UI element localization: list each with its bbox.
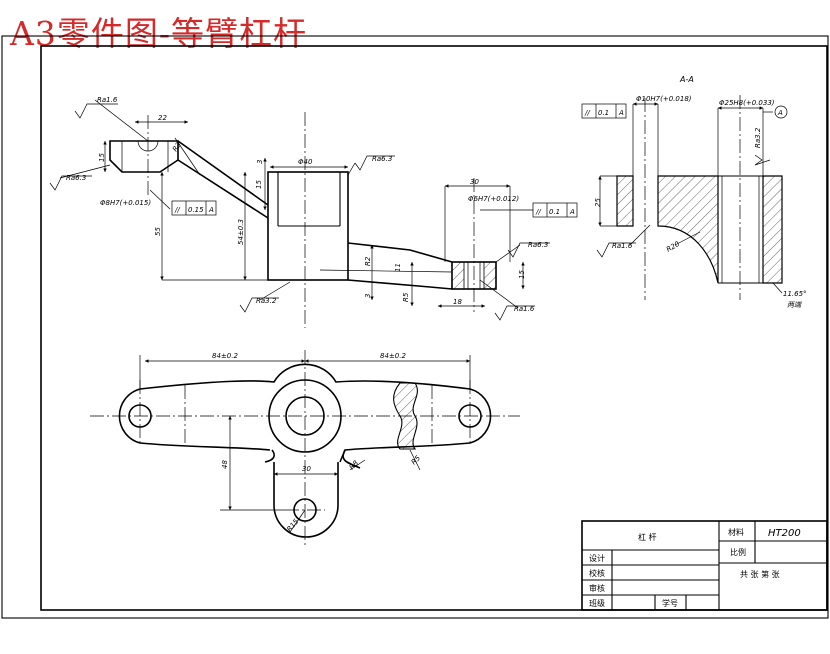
section-tol-sym: // xyxy=(584,109,590,117)
front-dim-15b: 15 xyxy=(255,180,263,189)
front-tol2-sym: // xyxy=(535,208,541,216)
front-dim-22: 22 xyxy=(158,114,167,122)
front-dim-r2: R2 xyxy=(364,256,372,266)
tb-sheets: 共 张 第 张 xyxy=(740,569,780,579)
front-dim-phi8: Φ8H7(+0.015) xyxy=(100,199,151,207)
tb-part-name: 杠 杆 xyxy=(638,532,657,542)
front-dim-r3: R3 xyxy=(171,141,183,153)
front-tol1-sym: // xyxy=(174,206,180,214)
top-view xyxy=(90,350,520,545)
section-dim-phi25: Φ25H8(+0.033) xyxy=(719,99,775,107)
top-dim-48: 48 xyxy=(221,460,229,469)
front-ra-3: Ra6.3 xyxy=(372,155,392,163)
front-ra-1: Ra1.6 xyxy=(97,96,118,104)
section-tol-ref: A xyxy=(618,109,624,117)
front-dim-3a: 3 xyxy=(256,160,264,164)
front-view xyxy=(49,99,578,328)
section-datum: A xyxy=(777,109,783,117)
section-ra-1: Ra3.2 xyxy=(754,127,762,148)
section-tol-val: 0.1 xyxy=(598,109,609,117)
front-dim-55: 55 xyxy=(154,227,162,236)
front-ra-2: Ra6.3 xyxy=(66,174,86,182)
front-dim-15c: 15 xyxy=(518,270,526,279)
tb-row-check: 校核 xyxy=(589,568,605,578)
tb-row-design: 设计 xyxy=(589,553,605,563)
section-dim-angle: 11.65° xyxy=(783,290,807,298)
top-dim-84-right: 84±0.2 xyxy=(380,352,406,360)
top-dim-r5: R5 xyxy=(410,454,423,467)
front-tol2-val: 0.1 xyxy=(549,208,560,216)
section-dim-ends: 两端 xyxy=(787,301,802,309)
top-dim-30: 30 xyxy=(302,465,311,473)
tb-material-label: 材料 xyxy=(728,527,744,537)
front-dim-phi6: Φ6H7(+0.012) xyxy=(468,195,519,203)
front-tol2-ref: A xyxy=(569,208,575,216)
front-dim-18: 18 xyxy=(453,298,462,306)
front-ra-5: Ra6.3 xyxy=(528,241,548,249)
front-ra-4: Ra3.2 xyxy=(256,297,277,305)
front-dim-phi40: Φ40 xyxy=(298,158,313,166)
outer-border xyxy=(1,35,829,619)
title-block xyxy=(581,520,828,611)
section-label: A-A xyxy=(679,75,694,84)
section-view xyxy=(581,95,788,300)
drawing-text: A-A Ra1.6 Ra6.3 Ra6.3 Ra3.2 Ra6.3 Ra1.6 … xyxy=(66,75,807,608)
front-tol1-ref: A xyxy=(208,206,214,214)
top-dim-r8: R8 xyxy=(348,459,361,472)
tb-row-class: 班级 xyxy=(589,598,605,608)
front-dim-r5: R5 xyxy=(402,292,410,302)
tb-material: HT200 xyxy=(768,528,801,539)
front-ra-6: Ra1.6 xyxy=(514,305,535,313)
section-dim-25: 25 xyxy=(594,198,602,207)
front-dim-30: 30 xyxy=(470,178,479,186)
front-dim-15a: 15 xyxy=(98,153,106,162)
section-dim-phi10: Φ10H7(+0.018) xyxy=(636,95,692,103)
section-dim-r20: R20 xyxy=(665,240,681,254)
section-ra-2: Ra1.6 xyxy=(612,242,633,250)
tb-scale-label: 比例 xyxy=(730,547,746,557)
tb-student-no: 学号 xyxy=(662,598,678,608)
front-dim-11: 11 xyxy=(394,263,402,272)
front-tol1-val: 0.15 xyxy=(188,206,204,214)
top-dim-84-left: 84±0.2 xyxy=(212,352,238,360)
inner-frame xyxy=(40,45,828,611)
front-dim-3b: 3 xyxy=(364,294,372,298)
front-dim-54: 54±0.3 xyxy=(237,219,245,245)
tb-row-review: 审核 xyxy=(589,583,605,593)
